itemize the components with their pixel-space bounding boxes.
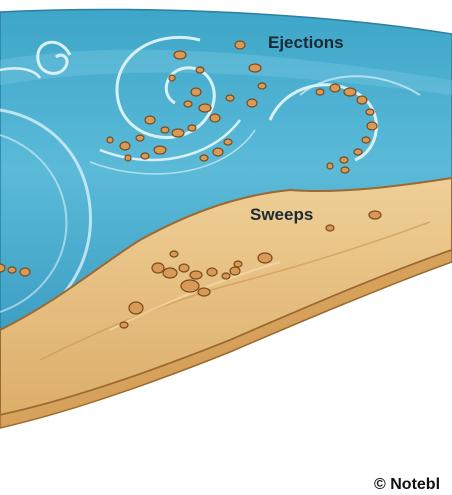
sediment-grain [129, 302, 143, 314]
sediment-grain [141, 153, 149, 159]
sediment-grain [224, 139, 232, 145]
sediment-grain [0, 264, 5, 272]
sediment-grain [170, 251, 178, 257]
sediment-grain [330, 84, 340, 92]
sediment-grain [145, 116, 155, 124]
sediment-grain [8, 267, 16, 273]
sediment-grain [125, 155, 131, 161]
sediment-grain [226, 95, 234, 101]
sediment-grain [172, 129, 184, 137]
sediment-grain [362, 137, 370, 143]
sediment-grain [230, 267, 240, 275]
sediment-grain [120, 142, 130, 150]
sediment-grain [169, 75, 175, 81]
sediment-grain [213, 148, 223, 156]
sediment-grain [198, 288, 210, 296]
sediment-grain [154, 146, 166, 154]
sediment-grain [20, 268, 30, 276]
sediment-grain [188, 125, 196, 131]
sediment-grain [258, 83, 266, 89]
sediment-grain [235, 41, 245, 49]
sediment-grain [369, 211, 381, 219]
sediment-grain [316, 89, 324, 95]
sediment-grain [152, 263, 164, 273]
sediment-grain [184, 101, 192, 107]
sediment-grain [199, 104, 211, 112]
sediment-grain [234, 261, 242, 267]
sediment-grain [120, 322, 128, 328]
sweeps-label: Sweeps [250, 205, 313, 225]
sediment-grain [181, 280, 199, 292]
sediment-grain [327, 163, 333, 169]
sediment-grain [179, 264, 189, 272]
sediment-grain [354, 149, 362, 155]
credit-text: © Notebl [374, 476, 440, 494]
sediment-grain [357, 96, 367, 104]
sediment-grain [344, 88, 356, 96]
sediment-grain [136, 135, 144, 141]
sediment-grain [326, 225, 334, 231]
sediment-grain [107, 137, 113, 143]
sediment-grain [340, 157, 348, 163]
sediment-grain [258, 253, 272, 263]
sediment-grain [163, 268, 177, 278]
sediment-grain [366, 109, 374, 115]
sediment-grain [210, 114, 220, 122]
sediment-grain [367, 122, 377, 130]
sediment-grain [222, 273, 230, 279]
sediment-grain [196, 67, 204, 73]
sediment-grain [341, 167, 349, 173]
sediment-grain [247, 99, 257, 107]
sediment-grain [191, 88, 201, 96]
sediment-grain [190, 271, 202, 279]
sediment-grain [249, 64, 261, 72]
sediment-grain [161, 127, 169, 133]
sediment-grain [207, 268, 217, 276]
sediment-grain [200, 155, 208, 161]
sediment-grain [174, 51, 186, 59]
ejections-label: Ejections [268, 33, 344, 53]
